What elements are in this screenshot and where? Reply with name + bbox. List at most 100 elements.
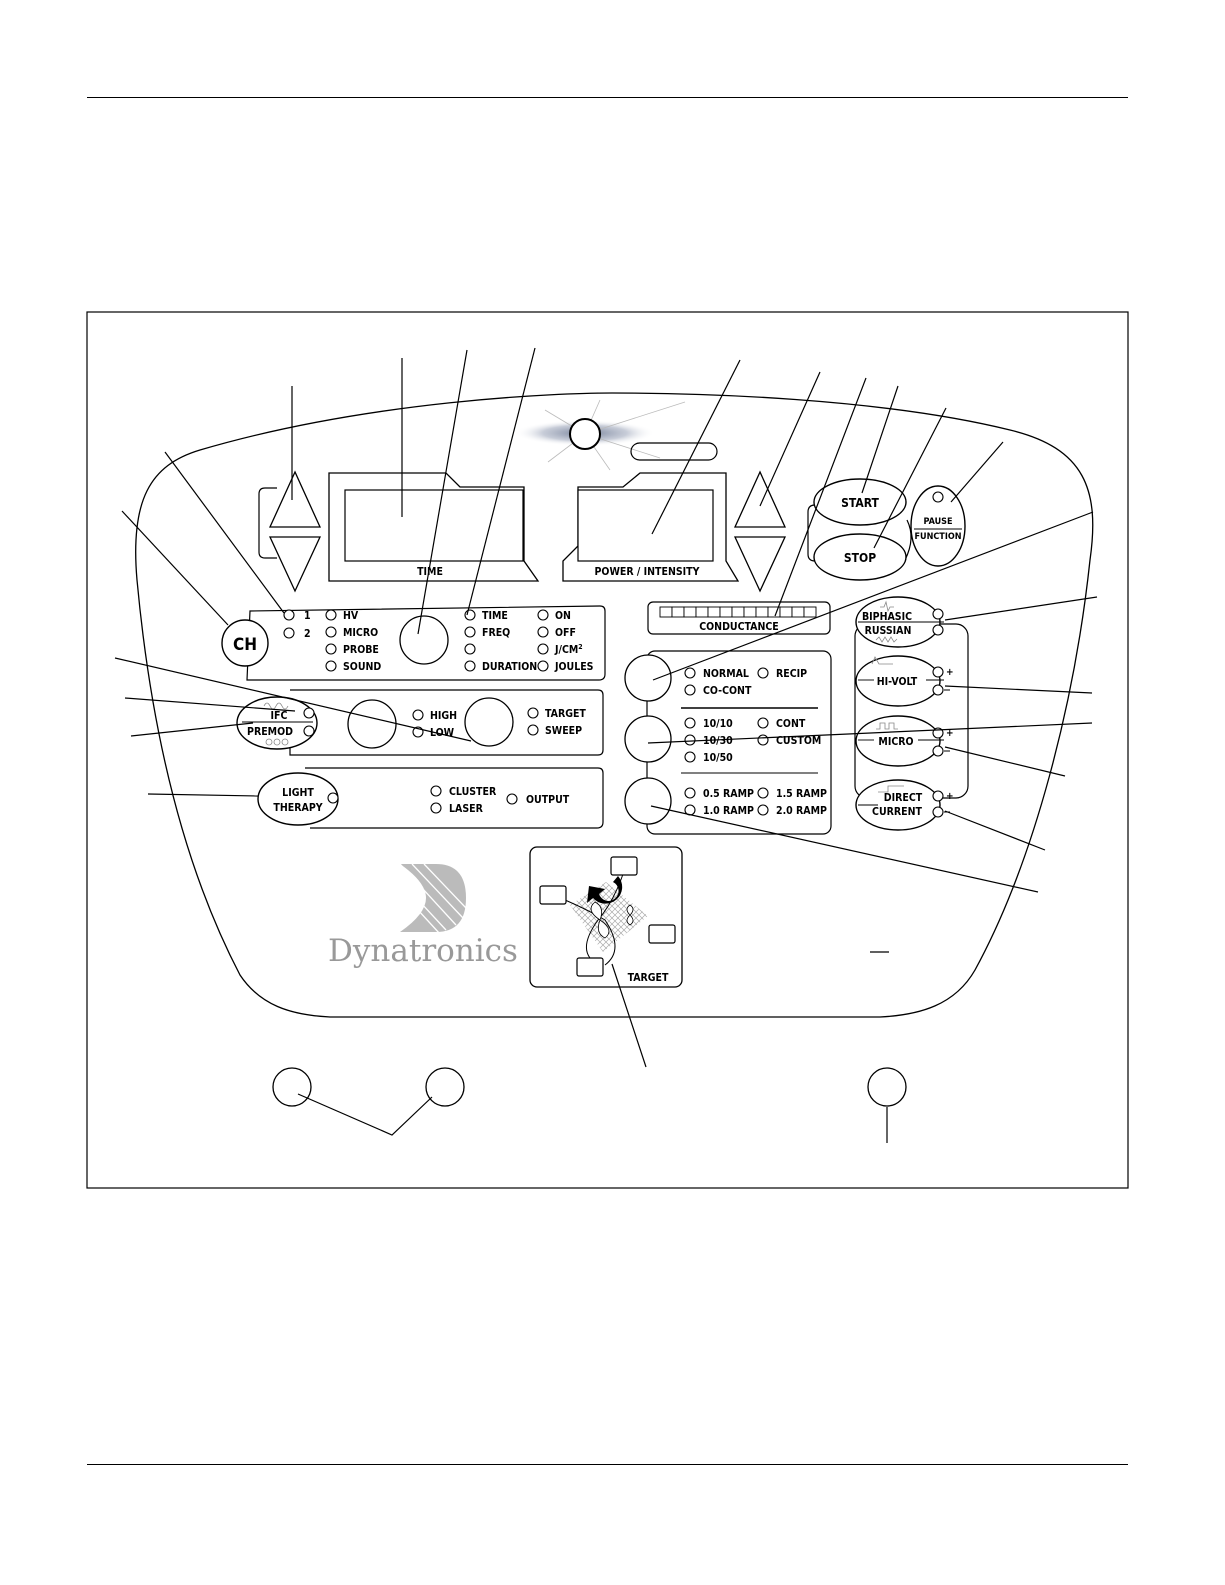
ramp-1-5-label: 1.5 RAMP bbox=[776, 788, 827, 800]
conductance-segment bbox=[791, 606, 805, 618]
current-label: CURRENT bbox=[872, 806, 923, 818]
low-label: LOW bbox=[430, 727, 455, 739]
pause-function-button[interactable] bbox=[910, 485, 966, 567]
ramp-0-5-label: 0.5 RAMP bbox=[703, 788, 754, 800]
conductance-segment bbox=[671, 606, 685, 618]
channel-2-led bbox=[283, 627, 295, 639]
target-up-button[interactable] bbox=[610, 856, 638, 876]
time-display bbox=[344, 489, 524, 562]
output-led bbox=[506, 793, 518, 805]
light-therapy-led bbox=[327, 792, 339, 804]
start-stop-pod bbox=[807, 504, 816, 562]
conductance-segment bbox=[743, 606, 757, 618]
output-jack-1[interactable] bbox=[272, 1067, 312, 1107]
channel-button-label: CH bbox=[233, 635, 257, 655]
high-label: HIGH bbox=[430, 710, 457, 722]
micro-plus-sign: + bbox=[946, 728, 954, 739]
time-up-arrow-button[interactable] bbox=[268, 470, 322, 528]
ramp-2-0-label: 2.0 RAMP bbox=[776, 805, 827, 817]
biphasic-label: BIPHASIC bbox=[862, 611, 912, 623]
therapy-label: THERAPY bbox=[273, 802, 322, 814]
biphasic-wave-icon bbox=[880, 600, 894, 613]
laser-label: LASER bbox=[449, 803, 484, 815]
recip-led bbox=[757, 667, 769, 679]
direct-plus-sign: + bbox=[946, 791, 954, 802]
cont-led bbox=[757, 717, 769, 729]
conductance-segment bbox=[695, 606, 709, 618]
contraction-mode-button[interactable] bbox=[624, 654, 672, 702]
unlabeled-param-led bbox=[464, 643, 476, 655]
target-mode-led bbox=[527, 707, 539, 719]
accessory-jack[interactable] bbox=[867, 1067, 907, 1107]
time-param-label: TIME bbox=[482, 610, 508, 622]
figure-frame bbox=[86, 311, 1129, 1189]
on-led bbox=[537, 609, 549, 621]
start-button[interactable] bbox=[813, 478, 907, 526]
high-low-select-button[interactable] bbox=[347, 699, 397, 749]
direct-current-button[interactable] bbox=[855, 779, 941, 831]
conductance-segment bbox=[731, 606, 745, 618]
co-cont-label: CO-CONT bbox=[703, 685, 752, 697]
duration-label: DURATION bbox=[482, 661, 537, 673]
ramp-1-5-led bbox=[757, 787, 769, 799]
stop-button[interactable] bbox=[813, 533, 907, 581]
bottom-rule bbox=[87, 1464, 1128, 1465]
light-therapy-button[interactable] bbox=[257, 772, 339, 826]
custom-led bbox=[757, 734, 769, 746]
time-down-arrow-button[interactable] bbox=[268, 536, 322, 593]
conductance-label: CONDUCTANCE bbox=[699, 621, 779, 633]
ifc-premod-button[interactable] bbox=[236, 696, 318, 750]
target-down-button[interactable] bbox=[576, 957, 604, 977]
channel-button[interactable] bbox=[221, 619, 269, 667]
callout-leader-lines bbox=[114, 347, 1098, 1143]
direct-current-wave-icon bbox=[878, 785, 904, 793]
cont-label: CONT bbox=[776, 718, 806, 730]
brand-name: Dynatronics bbox=[328, 933, 518, 969]
direct-plus-led bbox=[932, 790, 944, 802]
target-right-button[interactable] bbox=[648, 924, 676, 944]
function-label: FUNCTION bbox=[914, 532, 961, 542]
time-param-led bbox=[464, 609, 476, 621]
direct-minus-led bbox=[932, 806, 944, 818]
premod-label: PREMOD bbox=[247, 726, 293, 738]
light-therapy-panel bbox=[305, 767, 604, 829]
micro-current-button[interactable] bbox=[855, 715, 941, 767]
target-sweep-select-button[interactable] bbox=[464, 697, 514, 747]
hi-volt-label: HI-VOLT bbox=[877, 676, 918, 688]
cluster-led bbox=[430, 785, 442, 797]
hi-volt-button[interactable] bbox=[855, 655, 941, 707]
conductance-meter bbox=[659, 606, 817, 618]
cycle-10-50-label: 10/50 bbox=[703, 752, 733, 764]
micro-modality-led bbox=[325, 626, 337, 638]
micro-wave-icon bbox=[876, 722, 898, 730]
laser-led bbox=[430, 802, 442, 814]
rotate-arrow-icon bbox=[587, 876, 623, 904]
premod-led bbox=[303, 725, 315, 737]
custom-label: CUSTOM bbox=[776, 735, 821, 747]
hv-label: HV bbox=[343, 610, 359, 622]
cycle-time-button[interactable] bbox=[624, 715, 672, 763]
stop-button-label: STOP bbox=[844, 551, 876, 565]
target-mode-label: TARGET bbox=[545, 708, 586, 720]
duration-led bbox=[464, 660, 476, 672]
power-up-arrow-button[interactable] bbox=[733, 470, 787, 528]
cycle-10-30-led bbox=[684, 734, 696, 746]
ifc-led bbox=[303, 707, 315, 719]
ramp-button[interactable] bbox=[624, 777, 672, 825]
parameter-select-button[interactable] bbox=[399, 615, 449, 665]
conductance-segment bbox=[659, 606, 673, 618]
conductance-segment bbox=[683, 606, 697, 618]
target-left-button[interactable] bbox=[539, 885, 567, 905]
top-rule bbox=[87, 97, 1128, 98]
biphasic-led bbox=[932, 608, 944, 620]
normal-label: NORMAL bbox=[703, 668, 749, 680]
power-down-arrow-button[interactable] bbox=[733, 536, 787, 593]
output-jack-2[interactable] bbox=[425, 1067, 465, 1107]
co-cont-led bbox=[684, 684, 696, 696]
cluster-label: CLUSTER bbox=[449, 786, 497, 798]
pause-indicator-led bbox=[932, 491, 944, 503]
channel-1-led bbox=[283, 609, 295, 621]
jcm2-label: J/CM2 bbox=[554, 643, 583, 656]
conductance-segment bbox=[803, 606, 817, 618]
